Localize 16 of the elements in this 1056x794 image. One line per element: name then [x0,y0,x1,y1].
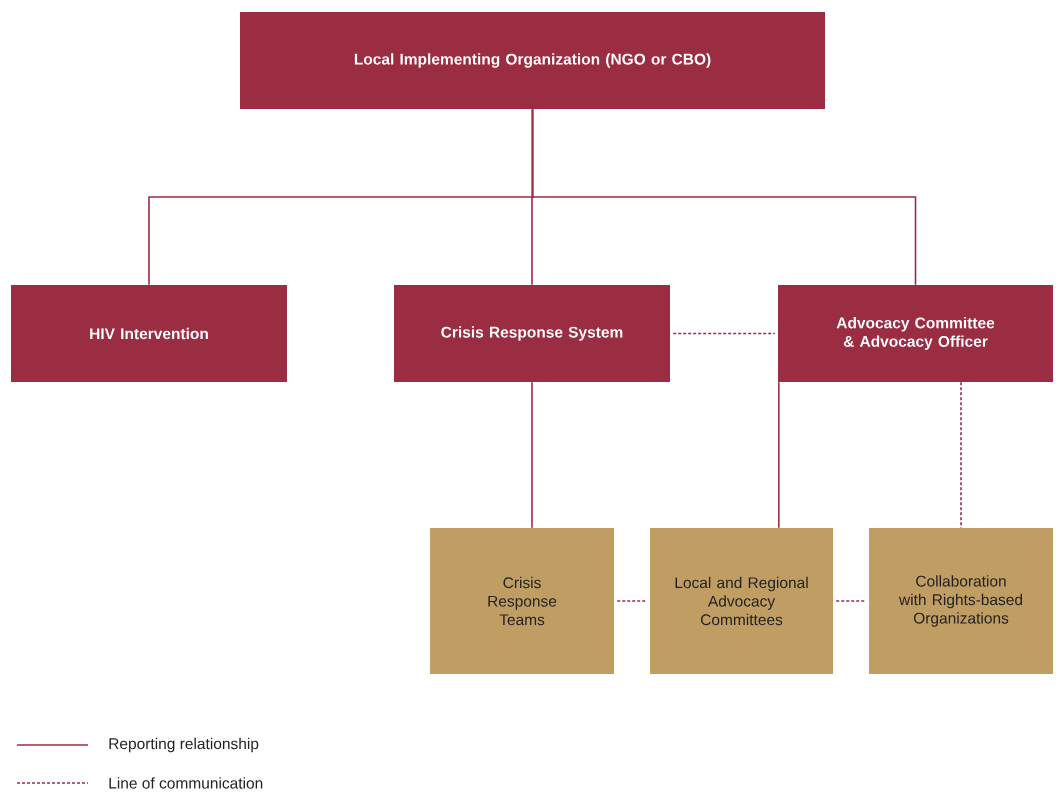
legend-text: Reporting relationship [109,737,259,753]
connector [531,108,917,286]
team-box: Crisis Response Teams [430,528,614,674]
connector [531,381,533,529]
unit-box: Advocacy Committee & Advocacy Officer [778,285,1053,382]
organization-box: Local Implementing Organization (NGO or CBO) [240,12,825,109]
connector [960,381,962,529]
connector [835,600,867,602]
unit-box: Crisis Response System [394,285,670,382]
team-box: Local and Regional Advocacy Committees [650,528,833,674]
connector [778,381,780,529]
team-box: Collaboration with Rights-based Organizations [869,528,1053,674]
connector [672,332,776,335]
unit-box: HIV Intervention [11,285,287,382]
legend-text: Line of communication [109,777,263,789]
connector [616,600,648,602]
